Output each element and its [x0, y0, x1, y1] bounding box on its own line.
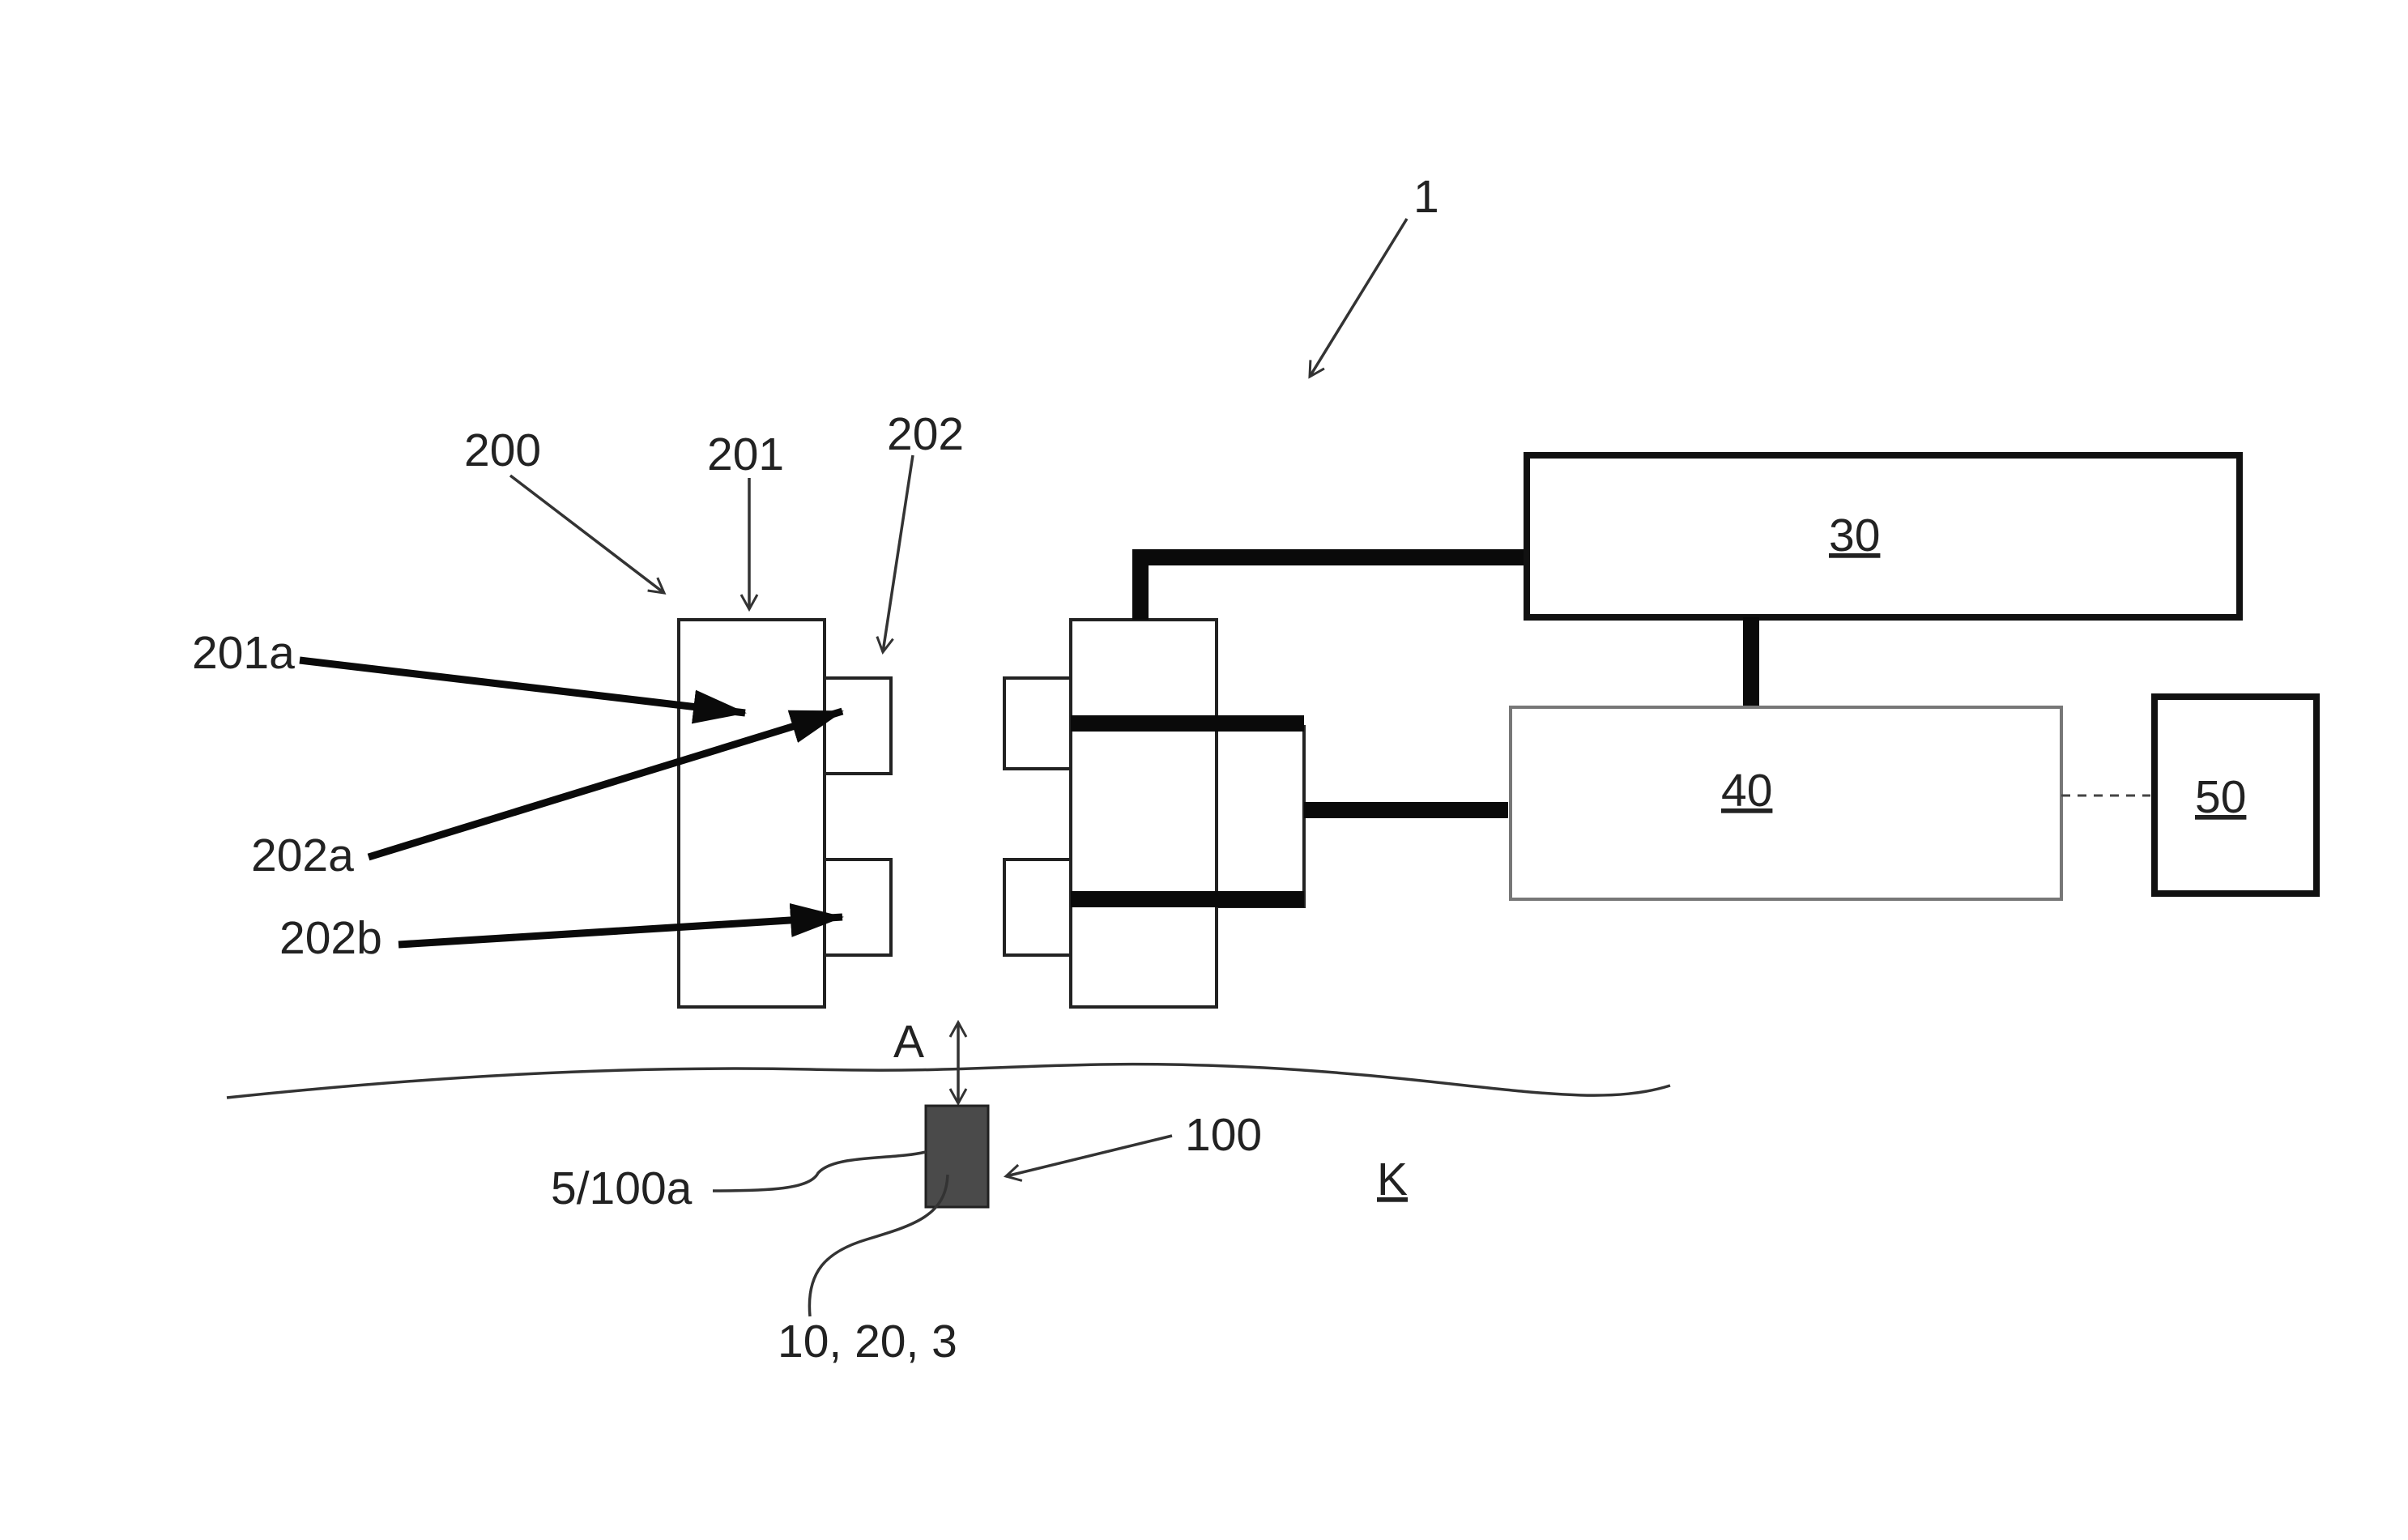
right-protrusion-lower — [1004, 860, 1071, 955]
block-40 — [1511, 707, 2061, 899]
label-implant: 100 — [1185, 1109, 1262, 1161]
leader-device-arrow — [510, 476, 664, 593]
label-202a: 202a — [251, 830, 354, 881]
leader-implant-surface — [713, 1152, 926, 1191]
label-201a: 201a — [192, 627, 295, 679]
left-protrusion-upper — [825, 678, 891, 774]
label-part-202: 202 — [887, 408, 964, 460]
label-implant-surface: 5/100a — [551, 1162, 693, 1214]
label-device: 200 — [464, 424, 541, 476]
label-direction-a: A — [893, 1016, 924, 1068]
skin-surface-line — [227, 1064, 1670, 1098]
label-202b: 202b — [279, 912, 382, 964]
left-protrusion-lower — [825, 860, 891, 955]
leader-implant-arrow — [1006, 1136, 1172, 1176]
leader-202-arrow — [883, 455, 913, 652]
label-system: 1 — [1413, 171, 1439, 223]
connector-to-30 — [1140, 557, 1527, 620]
right-unit-extension — [1217, 727, 1304, 907]
implant — [926, 1106, 988, 1207]
block-40-label: 40 — [1721, 765, 1772, 817]
left-unit-body — [679, 620, 825, 1007]
label-part-201: 201 — [707, 429, 784, 480]
block-30-label: 30 — [1829, 510, 1880, 561]
label-implant-parts: 10, 20, 3 — [778, 1316, 957, 1367]
right-unit-body — [1071, 620, 1217, 1007]
label-body-k: K — [1377, 1154, 1408, 1205]
block-30 — [1527, 455, 2240, 617]
leader-system-arrow — [1310, 219, 1407, 377]
block-50-label: 50 — [2195, 771, 2246, 823]
right-protrusion-upper — [1004, 678, 1071, 769]
